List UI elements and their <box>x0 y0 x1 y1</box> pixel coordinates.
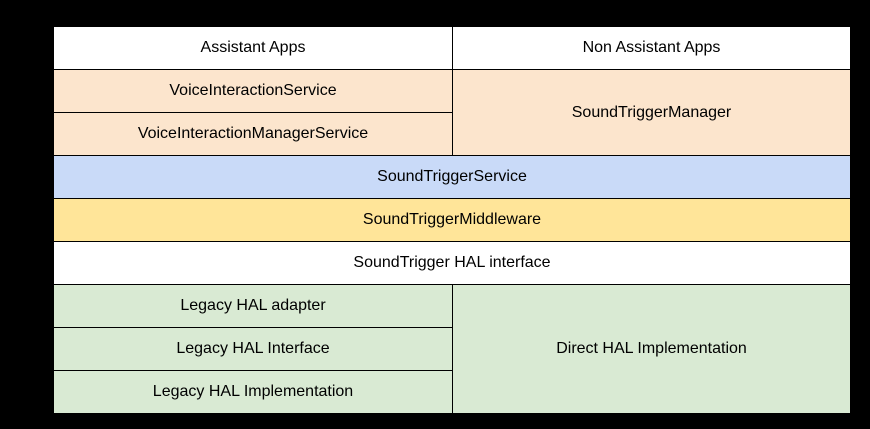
cell-direct-hal-implementation: Direct HAL Implementation <box>452 284 851 414</box>
cell-soundtrigger-hal-interface: SoundTrigger HAL interface <box>53 241 851 285</box>
cell-voice-interaction-service: VoiceInteractionService <box>53 69 453 113</box>
table-row-soundtrigger-service: SoundTriggerService <box>53 155 851 199</box>
cell-soundtrigger-service: SoundTriggerService <box>53 155 851 199</box>
table-row-legacy-hal-adapter: Legacy HAL adapter Direct HAL Implementa… <box>53 284 851 414</box>
cell-voice-interaction-manager-service: VoiceInteractionManagerService <box>53 112 453 156</box>
table-row-voice-interaction-service: VoiceInteractionService SoundTriggerMana… <box>53 69 851 156</box>
cell-assistant-apps: Assistant Apps <box>53 26 453 70</box>
cell-legacy-hal-implementation: Legacy HAL Implementation <box>53 370 453 414</box>
table-row-legacy-hal-interface: Legacy HAL Interface <box>53 327 851 371</box>
table-row-soundtrigger-middleware: SoundTriggerMiddleware <box>53 198 851 242</box>
cell-legacy-hal-interface: Legacy HAL Interface <box>53 327 453 371</box>
cell-soundtrigger-middleware: SoundTriggerMiddleware <box>53 198 851 242</box>
soundtrigger-stack-table: Assistant Apps Non Assistant Apps VoiceI… <box>53 26 851 414</box>
table-row-soundtrigger-hal-interface: SoundTrigger HAL interface <box>53 241 851 285</box>
table-row-voice-interaction-manager-service: VoiceInteractionManagerService <box>53 112 851 156</box>
table-row-apps-header: Assistant Apps Non Assistant Apps <box>53 26 851 70</box>
table-row-legacy-hal-implementation: Legacy HAL Implementation <box>53 370 851 414</box>
cell-soundtrigger-manager: SoundTriggerManager <box>452 69 851 156</box>
cell-legacy-hal-adapter: Legacy HAL adapter <box>53 284 453 328</box>
cell-non-assistant-apps: Non Assistant Apps <box>452 26 851 70</box>
